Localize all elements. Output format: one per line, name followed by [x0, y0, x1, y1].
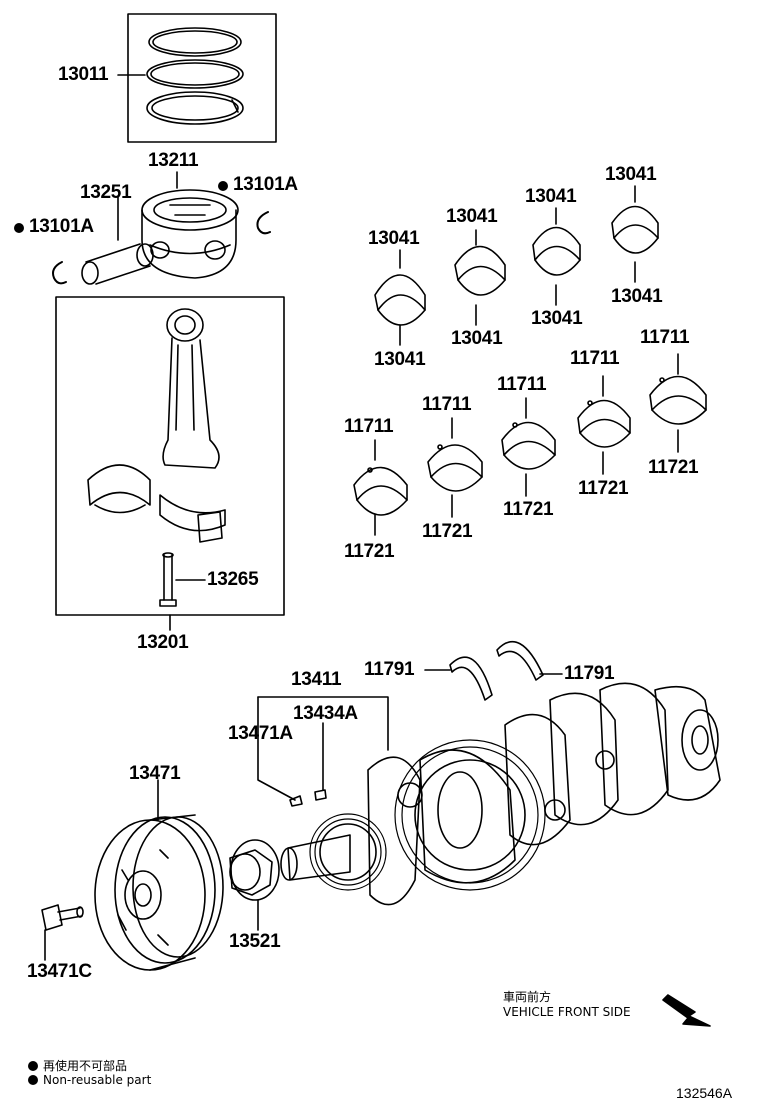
label-key-pin: 13434A: [293, 703, 358, 724]
direction-jp: 車両前方: [503, 990, 552, 1004]
label-crankshaft: 13411: [291, 669, 342, 690]
label-main-bearing-2-bot: 11721: [422, 521, 473, 542]
label-snap-left: 13101A: [14, 216, 94, 238]
snap-ring-left: [52, 261, 67, 285]
label-rod-bearing-3-top: 13041: [525, 186, 577, 207]
label-rod-bolt: 13265: [207, 569, 259, 590]
main-bearing-1: [353, 466, 408, 516]
rings-frame: [127, 13, 277, 143]
label-pin: 13251: [80, 182, 132, 203]
label-snap-right: 13101A: [218, 174, 298, 196]
label-rod-assy: 13201: [137, 632, 189, 653]
label-main-bearing-2-top: 11711: [422, 394, 472, 415]
label-main-bearing-5-bot: 11721: [648, 457, 699, 478]
label-rod-bearing-2-top: 13041: [446, 206, 498, 227]
label-rod-bearing-2-bot: 13041: [451, 328, 503, 349]
label-timing-gear: 13521: [229, 931, 281, 952]
front-direction-arrow-icon: [662, 994, 711, 1027]
non-reusable-dot-icon: [14, 223, 24, 233]
label-main-bearing-1-top: 11711: [344, 416, 394, 437]
label-rod-bearing-1-bot: 13041: [374, 349, 426, 370]
non-reusable-dot-icon: [218, 181, 228, 191]
connecting-rod: [159, 308, 226, 543]
label-main-bearing-5-top: 11711: [640, 327, 690, 348]
label-thrust-washer-right: 11791: [564, 663, 615, 684]
label-main-bearing-3-top: 11711: [497, 374, 547, 395]
woodruff-keys: [289, 789, 327, 807]
label-pulley-bolt: 13471C: [27, 961, 92, 982]
legend-en: Non-reusable part: [28, 1073, 151, 1087]
label-piston: 13211: [148, 150, 199, 171]
thrust-washer-right: [496, 640, 544, 681]
label-key-left: 13471A: [228, 723, 293, 744]
catalog-number: 132546A: [676, 1085, 733, 1101]
rod-assy-frame: [55, 296, 285, 616]
crankshaft: [280, 682, 721, 906]
pulley-bolt: [41, 904, 84, 931]
crank-sprocket: [309, 813, 387, 891]
label-rod-bearing-3-bot: 13041: [531, 308, 583, 329]
main-bearing-5: [649, 375, 707, 425]
rod-bearing-4: [611, 205, 659, 254]
label-rod-bearing-1-top: 13041: [368, 228, 420, 249]
piston-pin: [81, 243, 154, 285]
non-reusable-dot-icon: [28, 1075, 38, 1085]
piston: [141, 189, 239, 279]
rod-bearing-in-box: [87, 464, 151, 514]
label-main-bearing-4-bot: 11721: [578, 478, 629, 499]
label-main-bearing-3-bot: 11721: [503, 499, 554, 520]
main-bearing-2: [427, 444, 483, 492]
direction-en: VEHICLE FRONT SIDE: [503, 1005, 631, 1019]
main-bearing-3: [501, 421, 556, 470]
label-thrust-washer-left: 11791: [364, 659, 415, 680]
rod-bearing-3: [532, 226, 581, 276]
main-bearing-4: [577, 399, 631, 448]
label-main-bearing-1-bot: 11721: [344, 541, 395, 562]
non-reusable-dot-icon: [28, 1061, 38, 1071]
crank-pulley: [94, 814, 224, 971]
rod-bolt: [159, 552, 177, 607]
label-pulley: 13471: [129, 763, 181, 784]
label-rod-bearing-4-top: 13041: [605, 164, 657, 185]
rod-bearing-1: [374, 274, 426, 326]
snap-ring-right: [256, 211, 271, 235]
label-rings: 13011: [58, 64, 109, 85]
timing-gear: [229, 839, 280, 901]
legend-jp: 再使用不可部品: [28, 1057, 127, 1074]
label-rod-bearing-4-bot: 13041: [611, 286, 663, 307]
rod-bearing-2: [454, 245, 506, 296]
thrust-washer-left: [449, 656, 493, 701]
crank-gear: [394, 739, 546, 891]
label-main-bearing-4-top: 11711: [570, 348, 620, 369]
piston-rings: [146, 27, 244, 125]
